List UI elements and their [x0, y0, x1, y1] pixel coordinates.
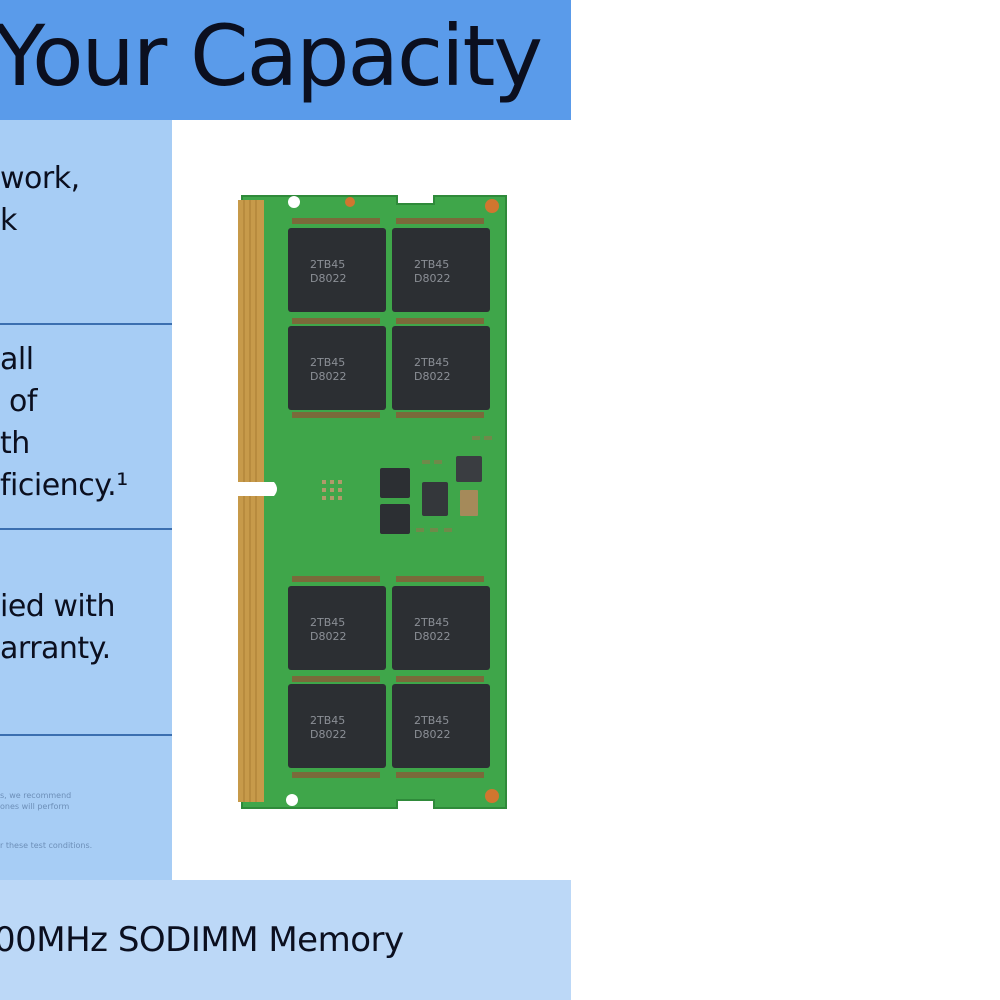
chip-marking-top: 2TB45: [414, 616, 449, 629]
chip-marking-bottom: D8022: [310, 630, 346, 643]
chip-marking-top: 2TB45: [310, 258, 345, 271]
feature-text-efficiency: all of th ficiency.¹: [0, 342, 128, 503]
mounting-hole: [286, 794, 298, 806]
feature-panel: work, k all of th ficiency.¹ ied with ar…: [0, 120, 172, 880]
chip-marking-top: 2TB45: [310, 714, 345, 727]
chip-marking-bottom: D8022: [414, 272, 450, 285]
dram-chip: 2TB45 D8022: [392, 326, 490, 410]
banner-title: Your Capacity: [0, 7, 543, 105]
mounting-pad: [345, 197, 355, 207]
feature-text-warranty: ied with arranty.: [0, 589, 116, 666]
chip-marking-bottom: D8022: [310, 272, 346, 285]
chip-marking-top: 2TB45: [310, 356, 345, 369]
gold-contacts-upper: [238, 200, 264, 484]
dram-chip: 2TB45 D8022: [288, 586, 386, 670]
dram-chip: 2TB45 D8022: [288, 326, 386, 410]
footer-band: 00MHz SODIMM Memory: [0, 880, 571, 1000]
feature-text-performance: work, k: [0, 161, 80, 238]
chip-marking-bottom: D8022: [414, 728, 450, 741]
chip-marking-top: 2TB45: [414, 356, 449, 369]
dram-chip: 2TB45 D8022: [392, 228, 490, 312]
dram-chip: 2TB45 D8022: [392, 586, 490, 670]
chip-marking-bottom: D8022: [414, 370, 450, 383]
product-name: 00MHz SODIMM Memory: [0, 920, 404, 960]
pmic-cluster: [322, 436, 492, 534]
feature-block-efficiency: all of th ficiency.¹: [0, 325, 172, 529]
mounting-pad: [485, 789, 499, 803]
mounting-hole: [288, 196, 300, 208]
memory-module-image: 2TB45 D8022 2TB45 D8022 2TB45 D8022 2TB4…: [236, 195, 507, 809]
chip-marking-bottom: D8022: [310, 728, 346, 741]
chip-marking-bottom: D8022: [414, 630, 450, 643]
key-notch: [236, 482, 277, 496]
feature-divider: [0, 323, 172, 325]
feature-block-warranty: ied with arranty.: [0, 530, 172, 734]
chip-marking-top: 2TB45: [414, 714, 449, 727]
dram-chip: 2TB45 D8022: [288, 228, 386, 312]
chip-marking-top: 2TB45: [414, 258, 449, 271]
gold-contacts-lower: [238, 496, 264, 802]
header-banner: Your Capacity: [0, 0, 571, 120]
product-image-area: 2TB45 D8022 2TB45 D8022 2TB45 D8022 2TB4…: [172, 120, 571, 880]
feature-divider: [0, 734, 172, 736]
mounting-pad: [485, 199, 499, 213]
dram-chip: 2TB45 D8022: [392, 684, 490, 768]
feature-divider: [0, 528, 172, 530]
fine-print-line-2: ones will perform: [0, 802, 70, 811]
fine-print-line-1: s, we recommend: [0, 791, 72, 800]
feature-block-performance: work, k: [0, 120, 172, 324]
chip-marking-bottom: D8022: [310, 370, 346, 383]
fine-print-line-3: r these test conditions.: [0, 841, 93, 850]
chip-marking-top: 2TB45: [310, 616, 345, 629]
dram-chip: 2TB45 D8022: [288, 684, 386, 768]
